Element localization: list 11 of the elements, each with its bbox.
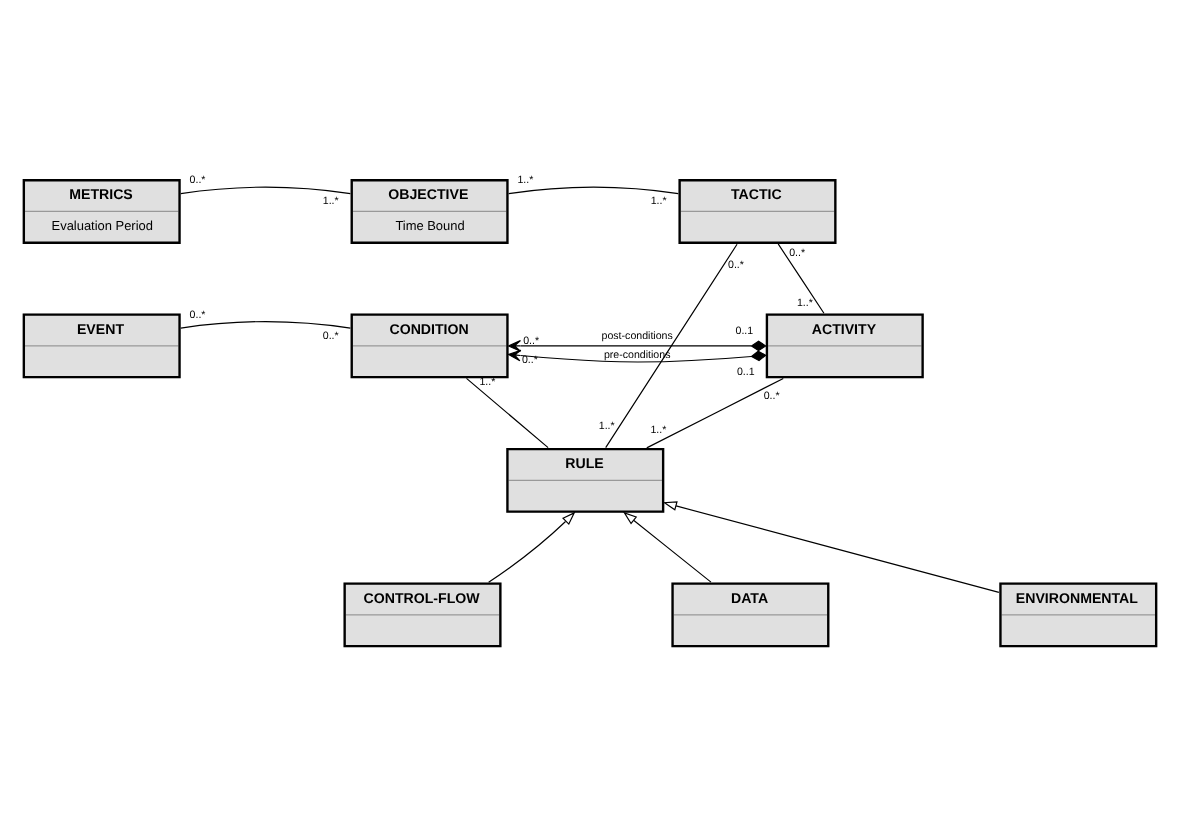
arrow: [662, 500, 1000, 592]
connector: [180, 320, 351, 328]
connector: [180, 185, 351, 194]
connector: [465, 376, 549, 448]
arrow: [508, 339, 767, 351]
connector: [646, 376, 784, 448]
connector: [508, 185, 679, 194]
arrow: [488, 510, 576, 582]
connector: [605, 242, 738, 448]
connector: [777, 242, 825, 313]
arrow: [623, 510, 712, 582]
